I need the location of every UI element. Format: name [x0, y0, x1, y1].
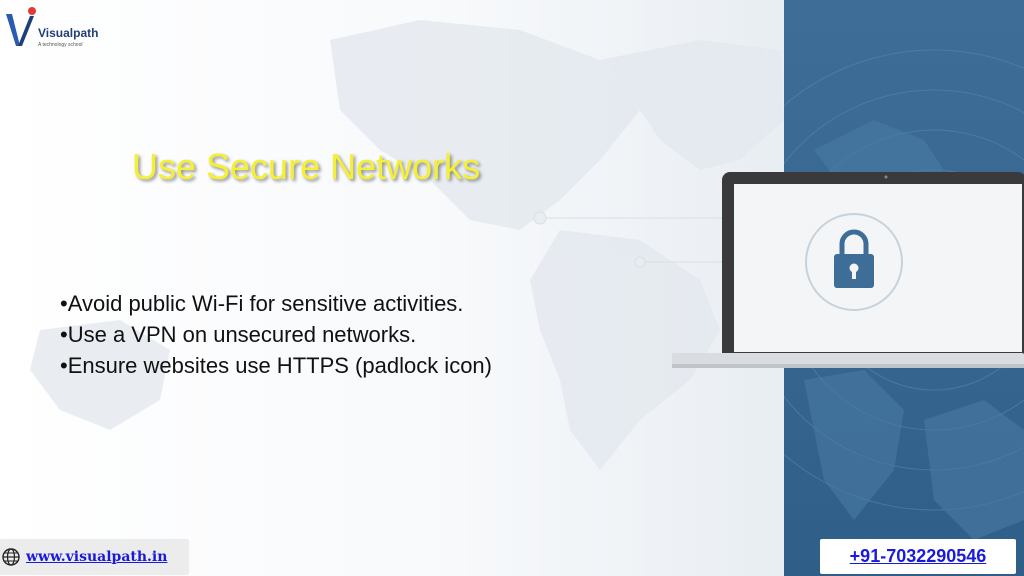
- website-link[interactable]: www.visualpath.in: [26, 549, 168, 565]
- visualpath-logo-icon: [6, 7, 36, 46]
- laptop-icon: [672, 172, 1024, 368]
- logo-name: Visualpath: [38, 26, 99, 40]
- website-link-box[interactable]: www.visualpath.in: [0, 540, 188, 574]
- phone-number-box[interactable]: +91-7032290546: [820, 539, 1016, 574]
- logo-tagline: A technology school: [38, 42, 83, 48]
- bullet-item: •Avoid public Wi-Fi for sensitive activi…: [60, 291, 464, 316]
- visualpath-logo[interactable]: Visualpath A technology school: [4, 4, 114, 52]
- globe-icon: [2, 548, 20, 566]
- bullet-item: •Ensure websites use HTTPS (padlock icon…: [60, 353, 492, 378]
- bullet-item: •Use a VPN on unsecured networks.: [60, 322, 417, 347]
- slide-title: Use Secure Networks: [132, 146, 481, 187]
- phone-number-link[interactable]: +91-7032290546: [849, 546, 987, 566]
- bullet-list: •Avoid public Wi-Fi for sensitive activi…: [60, 288, 492, 381]
- padlock-icon: [805, 213, 903, 311]
